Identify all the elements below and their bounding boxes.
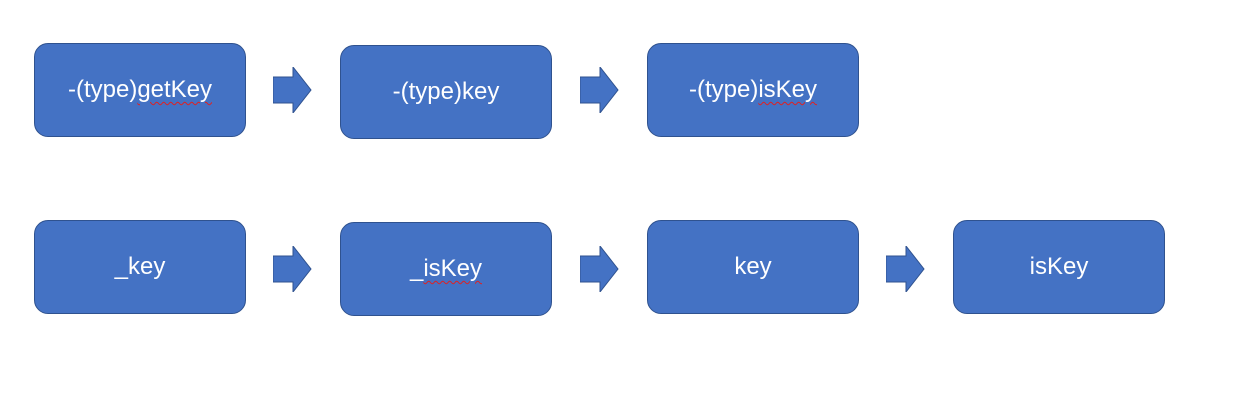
node-underscore-iskey: _isKey: [340, 222, 552, 316]
right-block-arrow-icon: [886, 246, 925, 292]
node-label-prefix: -(type): [67, 76, 138, 103]
node-iskey: isKey: [953, 220, 1165, 314]
node-label-prefix: _: [409, 255, 424, 282]
node-label: isKey: [1030, 253, 1089, 281]
node-type-key: -(type)key: [340, 45, 552, 139]
right-block-arrow-icon: [580, 67, 619, 113]
node-label: key: [734, 253, 771, 281]
node-label: _isKey: [410, 255, 482, 283]
node-key: key: [647, 220, 859, 314]
node-underscore-key: _key: [34, 220, 246, 314]
node-label-misspelled: isKey: [423, 255, 483, 282]
node-label-prefix: isKey: [1029, 253, 1089, 280]
node-label: -(type)key: [393, 78, 500, 106]
right-block-arrow-icon: [273, 67, 312, 113]
node-type-getkey: -(type)getKey: [34, 43, 246, 137]
node-label-prefix: _key: [114, 253, 166, 280]
node-label: -(type)isKey: [689, 76, 817, 104]
node-label-prefix: -(type): [688, 76, 759, 103]
right-block-arrow-icon: [580, 246, 619, 292]
node-label-prefix: -(type)key: [392, 78, 500, 105]
node-label-prefix: key: [734, 253, 772, 280]
node-label: _key: [115, 253, 166, 281]
node-label-misspelled: getKey: [137, 76, 213, 103]
node-label: -(type)getKey: [68, 76, 212, 104]
node-type-iskey: -(type)isKey: [647, 43, 859, 137]
node-label-misspelled: isKey: [758, 76, 818, 103]
right-block-arrow-icon: [273, 246, 312, 292]
